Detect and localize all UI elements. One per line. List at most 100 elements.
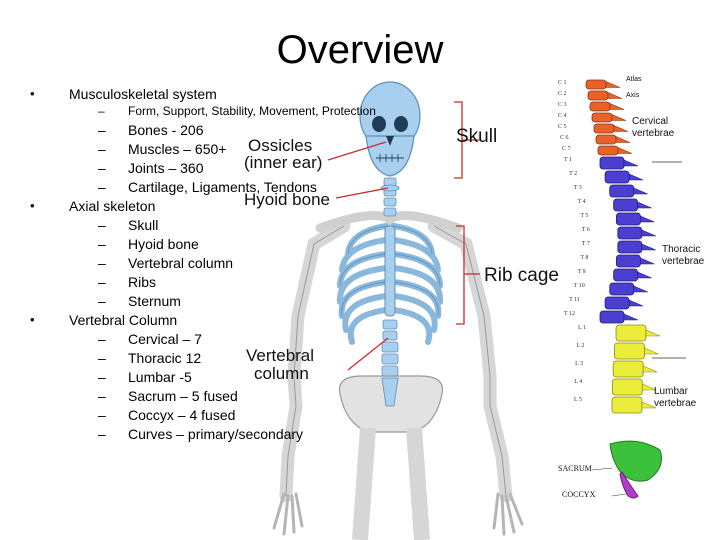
- vertebra-code-label: T 9: [577, 269, 586, 275]
- vertebra-t10: [609, 282, 635, 296]
- vertebra-t4: [613, 198, 639, 212]
- vertebra-code-label: C 5: [558, 124, 567, 130]
- vertebra-code-label: L 4: [574, 379, 583, 385]
- vertebra-code-label: T 2: [569, 171, 578, 177]
- vertebra-l4: [611, 378, 643, 396]
- vertebra-code-label: C 6: [560, 135, 569, 141]
- label-coccyx: COCCYX: [562, 490, 596, 499]
- spinous-process: [633, 187, 648, 195]
- spinous-process: [628, 173, 644, 181]
- spinous-process: [633, 285, 648, 293]
- spinous-process: [644, 347, 659, 355]
- vertebra-code-label: C 7: [562, 146, 571, 152]
- vertebra-code-label: C 1: [558, 80, 567, 86]
- vertebra-code-label: L 3: [575, 361, 584, 367]
- vertebra-code-label: T 4: [577, 199, 586, 205]
- spinous-process: [637, 271, 652, 279]
- vertebra-t11: [604, 296, 630, 310]
- hyoid-bone: [380, 184, 400, 192]
- vertebra-code-label: C 3: [558, 102, 567, 108]
- spinous-process: [641, 243, 656, 251]
- vertebra-t8: [615, 254, 641, 268]
- label-rib-cage: Rib cage: [484, 265, 559, 286]
- vertebra-code-label: T 3: [573, 185, 582, 191]
- vertebra-code-label: T 5: [580, 213, 589, 219]
- coccyx-shape: [619, 471, 639, 499]
- spinous-process: [609, 103, 625, 110]
- clavicles: [315, 211, 463, 233]
- vertebra-t12: [599, 310, 625, 324]
- vertebrae: [585, 79, 661, 414]
- label-ossicles-line2: (inner ear): [244, 153, 323, 172]
- spinous-process: [611, 114, 627, 121]
- vertebra-code-label: L 5: [574, 397, 582, 403]
- label-sacrum: SACRUM: [558, 464, 592, 473]
- vertebra-l5: [611, 396, 643, 414]
- label-atlas: Atlas: [626, 76, 642, 83]
- spinous-process: [640, 257, 655, 265]
- vertebra-code-label: T 1: [564, 157, 573, 163]
- vertebra-code-label: L 1: [578, 325, 586, 331]
- vertebra-code-label: T 6: [581, 227, 590, 233]
- vertebra-t2: [604, 170, 630, 184]
- vertebra-c4: [591, 112, 613, 123]
- label-lumbar-line1: Lumbar: [654, 386, 688, 397]
- label-hyoid-bone: Hyoid bone: [244, 190, 331, 209]
- label-axis: Axis: [626, 92, 640, 99]
- spinous-process: [628, 299, 644, 307]
- label-cervical-line2: vertebrae: [632, 128, 675, 139]
- right-hand: [492, 492, 524, 536]
- label-thoracic-line2: vertebrae: [662, 256, 705, 267]
- spinous-process: [645, 329, 661, 337]
- spinous-process: [623, 313, 639, 321]
- vertebra-l2: [614, 342, 645, 360]
- skull: [359, 81, 421, 177]
- vertebra-code-label: L 2: [576, 343, 585, 349]
- skeleton-figure: [272, 81, 524, 540]
- vertebra-t1: [599, 156, 625, 170]
- vertebra-c5: [593, 123, 615, 134]
- page-title: Overview: [276, 28, 444, 72]
- vertebra-t3: [609, 184, 635, 198]
- label-lumbar-line2: vertebrae: [654, 398, 697, 409]
- vertebra-c6: [595, 134, 617, 145]
- spinous-process: [637, 201, 652, 209]
- vertebra-code-label: T 8: [580, 255, 589, 261]
- spinous-process: [617, 147, 633, 154]
- vertebra-c2: [587, 90, 609, 101]
- spinous-process: [641, 229, 656, 237]
- vertebra-t6: [617, 226, 643, 240]
- pointer-lines: [327, 101, 480, 371]
- spinous-process: [605, 81, 621, 88]
- vertebra-code-label: T 7: [581, 241, 590, 247]
- spinous-process: [623, 159, 639, 167]
- vertebra-t5: [615, 212, 641, 226]
- vertebra-l3: [612, 360, 644, 378]
- vertebral-column: [381, 177, 399, 407]
- label-cervical-line1: Cervical: [632, 116, 669, 127]
- label-thoracic-line1: Thoracic: [662, 244, 701, 255]
- label-vertebral-line2: column: [254, 364, 309, 383]
- label-vertebral-line1: Vertebral: [246, 346, 315, 365]
- vertebra-code-label: T 10: [573, 283, 585, 289]
- vertebra-c3: [589, 101, 611, 112]
- spinous-process: [640, 215, 655, 223]
- spinous-process: [607, 92, 623, 99]
- spinous-process: [615, 136, 631, 143]
- vertebra-t7: [617, 240, 643, 254]
- left-hand: [272, 492, 304, 536]
- spinous-process: [642, 383, 657, 391]
- vertebra-c1: [585, 79, 607, 90]
- spinous-process: [613, 125, 629, 132]
- vertebra-t9: [613, 268, 639, 282]
- vertebra-code-label: C 4: [558, 113, 567, 119]
- spinous-process: [642, 365, 658, 373]
- leg-bones: [352, 427, 430, 540]
- vertebra-code-label: C 2: [558, 91, 567, 97]
- label-ossicles-line1: Ossicles: [248, 136, 313, 155]
- spine-figure: [585, 79, 686, 499]
- vertebra-l1: [615, 324, 647, 342]
- vertebra-c7: [597, 145, 619, 156]
- vertebra-code-label: T 11: [569, 297, 580, 303]
